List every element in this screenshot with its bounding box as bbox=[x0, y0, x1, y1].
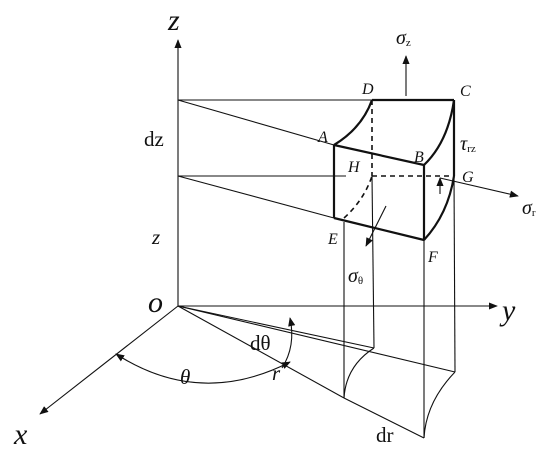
point-A-label: A bbox=[317, 129, 328, 146]
point-B-label: B bbox=[414, 149, 424, 166]
origin-label: o bbox=[148, 286, 163, 319]
sigma-theta-arrow bbox=[365, 205, 387, 247]
hidden-edge-E-H bbox=[343, 175, 373, 219]
point-G-label: G bbox=[462, 169, 474, 186]
edge-F-G bbox=[423, 175, 456, 241]
z-axis-label: z bbox=[167, 4, 180, 37]
point-D-label: D bbox=[361, 81, 374, 98]
theta-arc bbox=[115, 353, 291, 384]
tau-rz-label: τrz bbox=[460, 133, 476, 155]
z-height-label: z bbox=[151, 225, 160, 249]
sigma-r-label: σr bbox=[522, 197, 536, 219]
sigma-r-arrow bbox=[439, 177, 519, 198]
dtheta-arc bbox=[281, 317, 296, 369]
base-outer-arc bbox=[423, 371, 456, 439]
radial-line-3 bbox=[177, 305, 345, 399]
theta-label: θ bbox=[180, 365, 190, 389]
r-label: r bbox=[272, 361, 281, 385]
projection-H bbox=[371, 175, 375, 349]
edge-A-B bbox=[333, 143, 425, 167]
dtheta-label: dθ bbox=[250, 331, 271, 355]
edge-A-D bbox=[333, 99, 374, 146]
point-C-label: C bbox=[460, 83, 471, 100]
sigma-z-label: σz bbox=[396, 27, 411, 49]
point-H-label: H bbox=[347, 159, 361, 176]
guide-top-slanted bbox=[177, 99, 335, 146]
dz-label: dz bbox=[144, 127, 164, 151]
projection-G bbox=[453, 175, 456, 373]
point-F-label: F bbox=[427, 249, 438, 266]
radial-line-1 bbox=[177, 305, 375, 349]
base-dr-edge bbox=[343, 397, 425, 439]
x-axis-label: x bbox=[13, 418, 28, 449]
base-inner-arc bbox=[343, 347, 375, 399]
radial-line-2 bbox=[177, 305, 456, 373]
edge-B-C bbox=[423, 99, 456, 166]
x-axis bbox=[39, 305, 179, 415]
y-axis-label: y bbox=[499, 294, 516, 327]
edge-E-F bbox=[333, 216, 425, 242]
sigma-theta-label: σθ bbox=[348, 265, 363, 287]
point-E-label: E bbox=[327, 231, 338, 248]
dr-label: dr bbox=[376, 423, 394, 447]
guide-bottom-slanted bbox=[177, 175, 335, 219]
